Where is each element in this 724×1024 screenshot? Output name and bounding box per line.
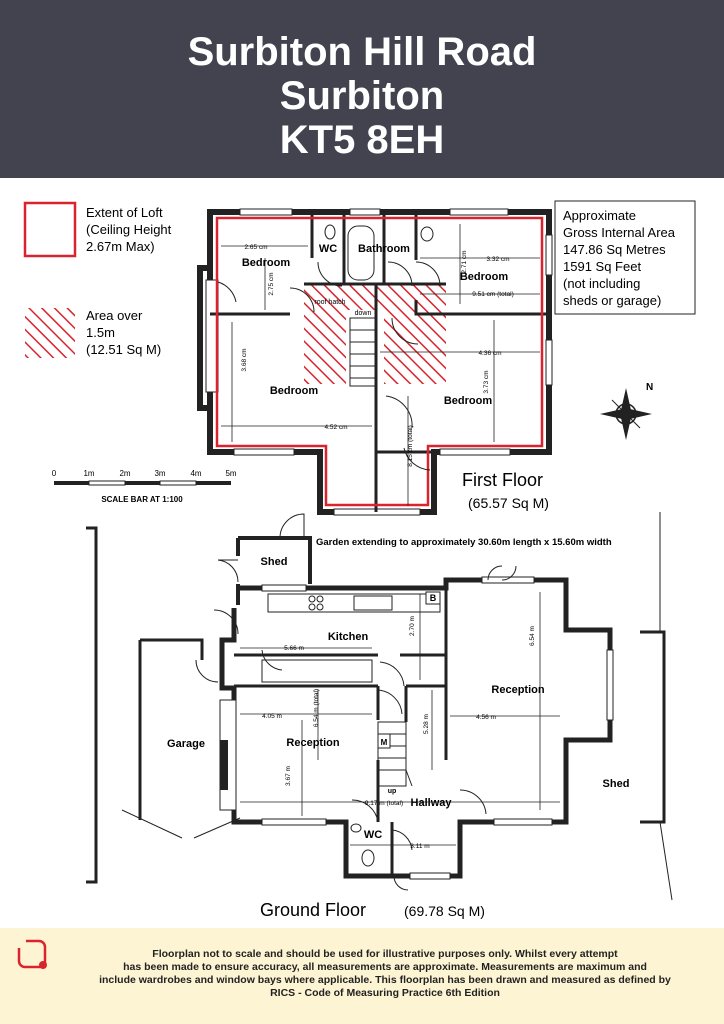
- gross-area-line-1: Approximate: [563, 208, 636, 223]
- room-reception-right: Reception: [491, 684, 544, 696]
- room-garage: Garage: [167, 738, 205, 750]
- disclaimer-line-1: Floorplan not to scale and should be use…: [152, 948, 618, 960]
- loft-legend-text-1: Extent of Loft: [86, 205, 163, 220]
- first-floor-title: First Floor: [462, 470, 543, 490]
- ff-dim-10: 8.15 cm (total): [407, 425, 414, 467]
- first-floor-area: (65.57 Sq M): [468, 495, 549, 511]
- ground-floor-outer-wall: [219, 577, 613, 879]
- scale-tick-1: 1m: [83, 469, 94, 478]
- ff-dim-5: 9.51 cm (total): [472, 291, 514, 298]
- gross-area-line-3: 147.86 Sq Metres: [563, 242, 666, 257]
- gross-area-line-4: 1591 Sq Feet: [563, 259, 641, 274]
- room-bedroom-top-right: Bedroom: [460, 271, 509, 283]
- garden-note: Garden extending to approximately 30.60m…: [316, 537, 612, 548]
- meter-label: M: [381, 738, 388, 747]
- north-compass-icon: N: [600, 382, 653, 440]
- room-hallway: Hallway: [411, 797, 453, 809]
- room-shed-top: Shed: [261, 556, 288, 568]
- area-legend-swatch: [25, 308, 75, 358]
- ff-dim-9: 3.73 cm: [483, 370, 490, 393]
- room-reception-left: Reception: [286, 737, 339, 749]
- area-legend-text-3: (12.51 Sq M): [86, 342, 161, 357]
- scale-tick-0: 0: [52, 469, 57, 478]
- company-logo-icon: [16, 938, 47, 969]
- room-wc-first: WC: [319, 243, 337, 255]
- scale-bar-label: SCALE BAR AT 1:100: [101, 495, 183, 504]
- scale-tick-5: 5m: [225, 469, 236, 478]
- gf-dim-6: 5.28 m: [423, 714, 430, 734]
- room-kitchen: Kitchen: [328, 631, 369, 643]
- gross-area-line-6: sheds or garage): [563, 293, 661, 308]
- scale-tick-3: 3m: [154, 469, 165, 478]
- ff-dim-8: 4.36 cm: [478, 350, 501, 357]
- disclaimer-line-4: RICS - Code of Measuring Practice 6th Ed…: [270, 987, 500, 999]
- address-line-2: Surbiton: [279, 74, 445, 118]
- svg-text:N: N: [646, 382, 653, 393]
- garage-walls: [138, 638, 204, 820]
- gross-area-line-2: Gross Internal Area: [563, 225, 676, 240]
- room-bedroom-bottom-left: Bedroom: [270, 385, 319, 397]
- gf-dim-4: 4.05 m: [262, 713, 282, 720]
- down-label: down: [355, 310, 372, 317]
- loft-legend-text-3: 2.67m Max): [86, 239, 155, 254]
- gross-area-line-5: (not including: [563, 276, 640, 291]
- ff-dim-1: 2.65 cm: [244, 244, 267, 251]
- ff-dim-6: 3.68 cm: [241, 348, 248, 371]
- room-shed-right: Shed: [603, 778, 630, 790]
- disclaimer-line-2: has been made to ensure accuracy, all me…: [123, 961, 647, 973]
- loft-legend-swatch: [23, 201, 77, 258]
- gf-dim-3: 5.66 m: [284, 645, 304, 652]
- gf-dim-2: 6.54 m: [529, 626, 536, 646]
- ground-floor-plan: Garden extending to approximately 30.60m…: [86, 512, 673, 920]
- room-bedroom-top-left: Bedroom: [242, 257, 291, 269]
- ff-dim-2: 2.75 cm: [268, 272, 275, 295]
- roof-hatch-label: roof hatch: [314, 299, 345, 306]
- ff-dim-4: 3.32 cm: [486, 256, 509, 263]
- postcode: KT5 8EH: [279, 118, 445, 162]
- ff-dim-3: 2.71 cm: [461, 250, 468, 273]
- address-line-1: Surbiton Hill Road: [187, 30, 537, 74]
- disclaimer-footer: Floorplan not to scale and should be use…: [0, 928, 724, 1024]
- loft-legend-text-2: (Ceiling Height: [86, 222, 172, 237]
- gf-dim-9: 9.17 m (total): [365, 800, 403, 807]
- disclaimer-line-3: include wardrobes and window bays where …: [99, 974, 671, 986]
- up-label: up: [388, 788, 397, 795]
- loft-extent-outline: [215, 216, 544, 507]
- first-floor-internal-walls: [210, 212, 549, 512]
- gf-dim-1: 2.70 m: [409, 616, 416, 636]
- ff-dim-7: 4.52 cm: [324, 424, 347, 431]
- header-banner: Surbiton Hill Road Surbiton KT5 8EH: [0, 0, 724, 178]
- room-bedroom-bottom-right: Bedroom: [444, 395, 493, 407]
- gross-area-box: [554, 200, 696, 315]
- scale-tick-2: 2m: [119, 469, 130, 478]
- scale-bar: 0 1m 2m 3m 4m 5m SCALE BAR AT 1:100: [52, 469, 237, 504]
- room-bathroom: Bathroom: [358, 243, 410, 255]
- area-legend-text-1: Area over: [86, 308, 143, 323]
- hatched-area: [304, 283, 446, 384]
- ground-floor-internal-walls: [234, 588, 448, 876]
- disclaimer-text: Floorplan not to scale and should be use…: [60, 948, 710, 1000]
- gf-dim-10: 3.11 m: [410, 843, 429, 850]
- scale-tick-4: 4m: [190, 469, 201, 478]
- floorplan-drawing: Extent of Loft (Ceiling Height 2.67m Max…: [23, 200, 696, 920]
- boiler-label: B: [430, 593, 437, 603]
- ground-floor-area: (69.78 Sq M): [404, 903, 485, 919]
- gf-dim-5: 6.54 m (total): [313, 689, 320, 727]
- gf-dim-8: 3.67 m: [285, 766, 292, 786]
- area-legend-text-2: 1.5m: [86, 325, 115, 340]
- room-wc-ground: WC: [364, 829, 382, 841]
- first-floor-left-bay: [197, 265, 210, 411]
- ground-floor-title: Ground Floor: [260, 900, 366, 920]
- gf-dim-7: 4.56 m: [476, 714, 496, 721]
- first-floor-plan: Bedroom WC Bathroom Bedroom Bedroom Bedr…: [197, 208, 553, 516]
